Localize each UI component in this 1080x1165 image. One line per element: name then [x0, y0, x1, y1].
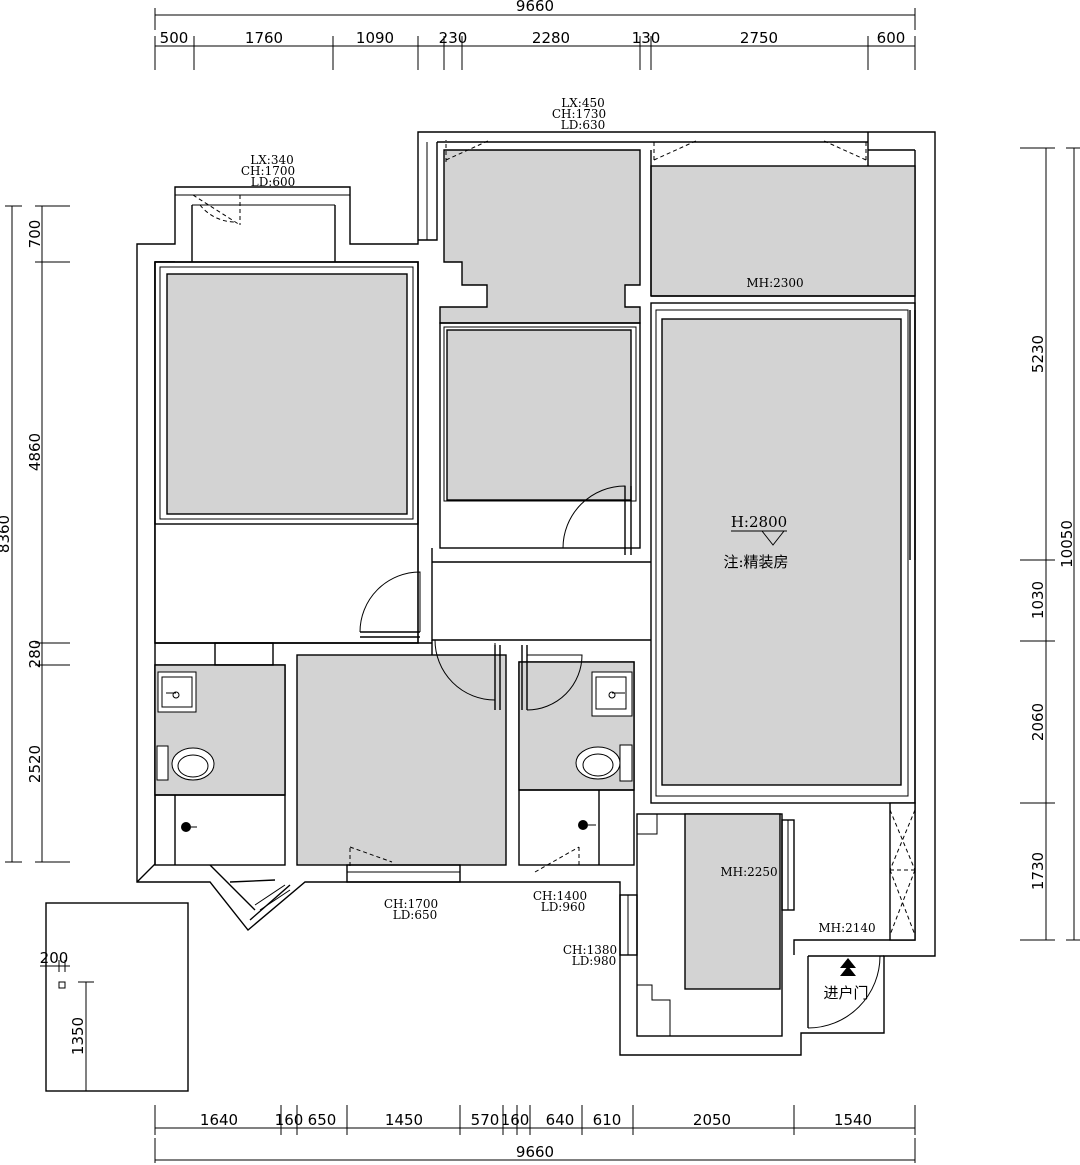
left-total-dim: 8360: [0, 515, 13, 553]
kitchen-counter: [684, 813, 781, 990]
window-note-bath-right-1: CH:1400: [533, 889, 587, 903]
window-note-top-2: CH:1730: [552, 107, 606, 121]
bottom-dim-9: 2050: [693, 1111, 731, 1129]
top-dim-2: 1760: [245, 29, 283, 47]
bottom-dim-5: 570: [471, 1111, 500, 1129]
bedroom-bottom-floor: [296, 654, 507, 866]
top-total-dim: 9660: [516, 0, 554, 15]
bottom-dim-7: 640: [546, 1111, 575, 1129]
height-label: H:2800: [731, 513, 787, 531]
top-balcony-floor: [439, 149, 641, 324]
top-dim-7: 2750: [740, 29, 778, 47]
bottom-dim-6: 160: [501, 1111, 530, 1129]
window-note-bedroom-left-1: LX:340: [250, 153, 293, 167]
bottom-dim-8: 610: [593, 1111, 622, 1129]
window-note-bedroom-bottom-2: LD:650: [393, 908, 438, 922]
right-dim-1: 5230: [1029, 335, 1047, 373]
top-dim-8: 600: [877, 29, 906, 47]
top-dim-1: 500: [160, 29, 189, 47]
right-dimension-lines: 5230 1030 2060 1730 10050: [1020, 147, 1080, 941]
right-dim-4: 1730: [1029, 852, 1047, 890]
bedroom-middle-floor: [446, 329, 632, 501]
top-dim-3: 1090: [356, 29, 394, 47]
window-note-top-1: LX:450: [561, 96, 604, 110]
window-note-top-3: LD:630: [561, 118, 606, 132]
inset-width-dim: 200: [40, 949, 69, 967]
mh-top-label: MH:2300: [746, 276, 803, 290]
window-note-bedroom-left-2: CH:1700: [241, 164, 295, 178]
window-note-kitchen-2: LD:980: [572, 954, 617, 968]
top-dim-4: 230: [439, 29, 468, 47]
left-dim-1: 700: [26, 220, 44, 249]
bedroom-left: [154, 194, 419, 644]
living-room: [650, 302, 916, 804]
shower-right-icon: [578, 820, 596, 830]
kitchen: [619, 813, 795, 1037]
top-dim-5: 2280: [532, 29, 570, 47]
bottom-dimension-lines: 1640 160 650 1450 570 160 640 610 2050 1…: [154, 1105, 916, 1163]
entry: [807, 802, 916, 1029]
entrance-label: 进户门: [823, 984, 868, 1002]
right-dim-2: 1030: [1029, 581, 1047, 619]
window-note-bedroom-bottom-1: CH:1700: [384, 897, 438, 911]
entrance-arrow-icon: [840, 958, 856, 976]
left-dim-3: 280: [26, 640, 44, 669]
mh-kitchen-label: MH:2250: [720, 865, 777, 879]
top-dim-6: 130: [632, 29, 661, 47]
left-dim-2: 4860: [26, 433, 44, 471]
top-dimension-lines: 9660 500 1760 1090 230 2280 130 2750 600: [154, 0, 916, 70]
bedroom-middle: [431, 322, 641, 562]
bathroom-right: [518, 645, 635, 873]
inset-height-dim: 1350: [69, 1017, 87, 1055]
bedroom-bottom: [296, 639, 507, 883]
bedroom-left-floor: [166, 273, 408, 515]
bathroom-left: [154, 642, 291, 921]
outer-wall-outline: [136, 131, 936, 1056]
living-room-floor: [661, 318, 902, 786]
decoration-note: 注:精装房: [723, 553, 788, 571]
right-total-dim: 10050: [1058, 520, 1076, 568]
shower-left-icon: [181, 822, 197, 832]
left-dim-4: 2520: [26, 745, 44, 783]
window-note-bedroom-left-3: LD:600: [251, 175, 296, 189]
top-balcony: [439, 139, 916, 324]
bottom-dim-10: 1540: [834, 1111, 872, 1129]
mh-entry-label: MH:2140: [818, 921, 875, 935]
left-dimension-lines: 8360 700 4860 280 2520: [0, 205, 70, 863]
toilet-left-icon: [156, 745, 215, 781]
window-note-bath-right-2: LD:960: [541, 900, 586, 914]
bottom-total-dim: 9660: [516, 1143, 554, 1161]
inset-detail: [40, 902, 189, 1092]
bottom-dim-2: 160: [275, 1111, 304, 1129]
toilet-right-icon: [575, 744, 633, 782]
bottom-dim-4: 1450: [385, 1111, 423, 1129]
bottom-dim-1: 1640: [200, 1111, 238, 1129]
bottom-dim-3: 650: [308, 1111, 337, 1129]
right-dim-3: 2060: [1029, 703, 1047, 741]
window-note-kitchen-1: CH:1380: [563, 943, 617, 957]
